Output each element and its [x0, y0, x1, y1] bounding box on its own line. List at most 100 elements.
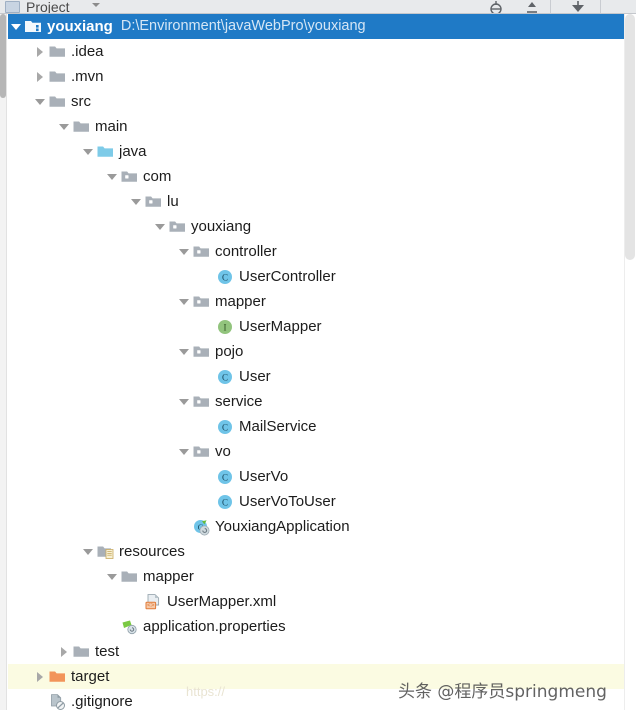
- tree-row[interactable]: main: [8, 114, 624, 139]
- expand-arrow-placeholder: [200, 414, 216, 439]
- svg-text:C: C: [198, 522, 204, 532]
- resources-folder-icon: [96, 539, 116, 564]
- toolbar-separator-2: [600, 0, 601, 13]
- expand-arrow-down-icon[interactable]: [104, 164, 120, 189]
- toolbar-separator: [550, 0, 551, 13]
- tree-row[interactable]: java: [8, 139, 624, 164]
- folder-icon: [48, 39, 68, 64]
- expand-arrow-down-icon[interactable]: [32, 89, 48, 114]
- tree-row[interactable]: application.properties: [8, 614, 624, 639]
- tree-row[interactable]: youxiang: [8, 214, 624, 239]
- expand-arrow-right-icon[interactable]: [32, 39, 48, 64]
- tree-row[interactable]: mapper: [8, 564, 624, 589]
- tree-row-label: java: [119, 143, 147, 160]
- tree-row[interactable]: controller: [8, 239, 624, 264]
- expand-arrow-right-icon[interactable]: [56, 639, 72, 664]
- project-tree[interactable]: youxiang D:\Environment\javaWebPro\youxia…: [8, 14, 624, 710]
- expand-arrow-down-icon[interactable]: [104, 564, 120, 589]
- expand-arrow-right-icon[interactable]: [32, 664, 48, 689]
- tree-row-label: UserVoToUser: [239, 493, 336, 510]
- package-icon: [168, 214, 188, 239]
- expand-arrow-down-icon[interactable]: [80, 539, 96, 564]
- java-class-icon: C: [216, 414, 236, 439]
- tree-row[interactable]: mapper: [8, 289, 624, 314]
- tree-row-label: com: [143, 168, 172, 185]
- tree-row-label: UserVo: [239, 468, 289, 485]
- expand-arrow-down-icon[interactable]: [176, 239, 192, 264]
- expand-arrow-placeholder: [128, 589, 144, 614]
- expand-arrow-placeholder: [32, 689, 48, 710]
- folder-icon: [72, 114, 92, 139]
- tree-row[interactable]: pojo: [8, 339, 624, 364]
- project-tab-icon: [5, 1, 20, 13]
- expand-arrow-down-icon[interactable]: [176, 289, 192, 314]
- expand-arrow-down-icon[interactable]: [176, 439, 192, 464]
- vertical-scrollbar[interactable]: [624, 14, 636, 710]
- package-icon: [192, 239, 212, 264]
- tree-row[interactable]: .gitignore: [8, 689, 624, 710]
- tree-row-label: vo: [215, 443, 231, 460]
- expand-arrow-down-icon[interactable]: [152, 214, 168, 239]
- tree-row[interactable]: vo: [8, 439, 624, 464]
- tree-row[interactable]: <>UserMapper.xml: [8, 589, 624, 614]
- expand-arrow-placeholder: [200, 314, 216, 339]
- vertical-scrollbar-thumb[interactable]: [625, 14, 635, 260]
- tree-row[interactable]: test: [8, 639, 624, 664]
- expand-arrow-down-icon[interactable]: [56, 114, 72, 139]
- tree-row[interactable]: target: [8, 664, 624, 689]
- tree-row[interactable]: src: [8, 89, 624, 114]
- tree-row[interactable]: C UserController: [8, 264, 624, 289]
- tree-row-label: UserMapper: [239, 318, 322, 335]
- tree-row[interactable]: .idea: [8, 39, 624, 64]
- svg-text:C: C: [222, 273, 228, 283]
- expand-arrow-down-icon[interactable]: [176, 339, 192, 364]
- tree-row-label: .mvn: [71, 68, 104, 85]
- tree-row[interactable]: resources: [8, 539, 624, 564]
- tree-row[interactable]: service: [8, 389, 624, 414]
- left-scrollbar-thumb[interactable]: [0, 14, 6, 98]
- tree-row-label: resources: [119, 543, 185, 560]
- java-class-icon: C: [216, 464, 236, 489]
- expand-arrow-placeholder: [176, 514, 192, 539]
- spring-boot-class-icon: C: [192, 514, 212, 539]
- package-icon: [192, 339, 212, 364]
- expand-arrow-right-icon[interactable]: [32, 64, 48, 89]
- locate-icon[interactable]: [488, 1, 504, 13]
- package-icon: [192, 439, 212, 464]
- target-folder-icon: [48, 664, 68, 689]
- java-class-icon: C: [216, 264, 236, 289]
- expand-arrow-down-icon[interactable]: [176, 389, 192, 414]
- tree-row[interactable]: .mvn: [8, 64, 624, 89]
- collapse-all-icon[interactable]: [524, 1, 540, 13]
- tree-row-path: D:\Environment\javaWebPro\youxiang: [120, 18, 366, 34]
- expand-arrow-down-icon[interactable]: [8, 14, 24, 39]
- expand-arrow-placeholder: [104, 614, 120, 639]
- expand-arrow-down-icon[interactable]: [128, 189, 144, 214]
- tree-row-label: target: [71, 668, 110, 685]
- properties-file-icon: [120, 614, 140, 639]
- settings-gear-icon[interactable]: [570, 1, 586, 13]
- tree-row[interactable]: com: [8, 164, 624, 189]
- expand-arrow-down-icon[interactable]: [80, 139, 96, 164]
- expand-arrow-placeholder: [200, 364, 216, 389]
- chevron-down-icon[interactable]: [92, 3, 100, 7]
- tree-row-label: controller: [215, 243, 277, 260]
- java-class-icon: C: [216, 489, 236, 514]
- tree-row-label: test: [95, 643, 120, 660]
- tree-row-label: UserController: [239, 268, 336, 285]
- tree-row-label: pojo: [215, 343, 244, 360]
- tree-row-label: application.properties: [143, 618, 286, 635]
- folder-icon: [72, 639, 92, 664]
- left-scrollbar[interactable]: [0, 14, 7, 710]
- sources-folder-icon: [96, 139, 116, 164]
- java-class-icon: C: [216, 364, 236, 389]
- tree-row[interactable]: lu: [8, 189, 624, 214]
- tree-row-label: main: [95, 118, 128, 135]
